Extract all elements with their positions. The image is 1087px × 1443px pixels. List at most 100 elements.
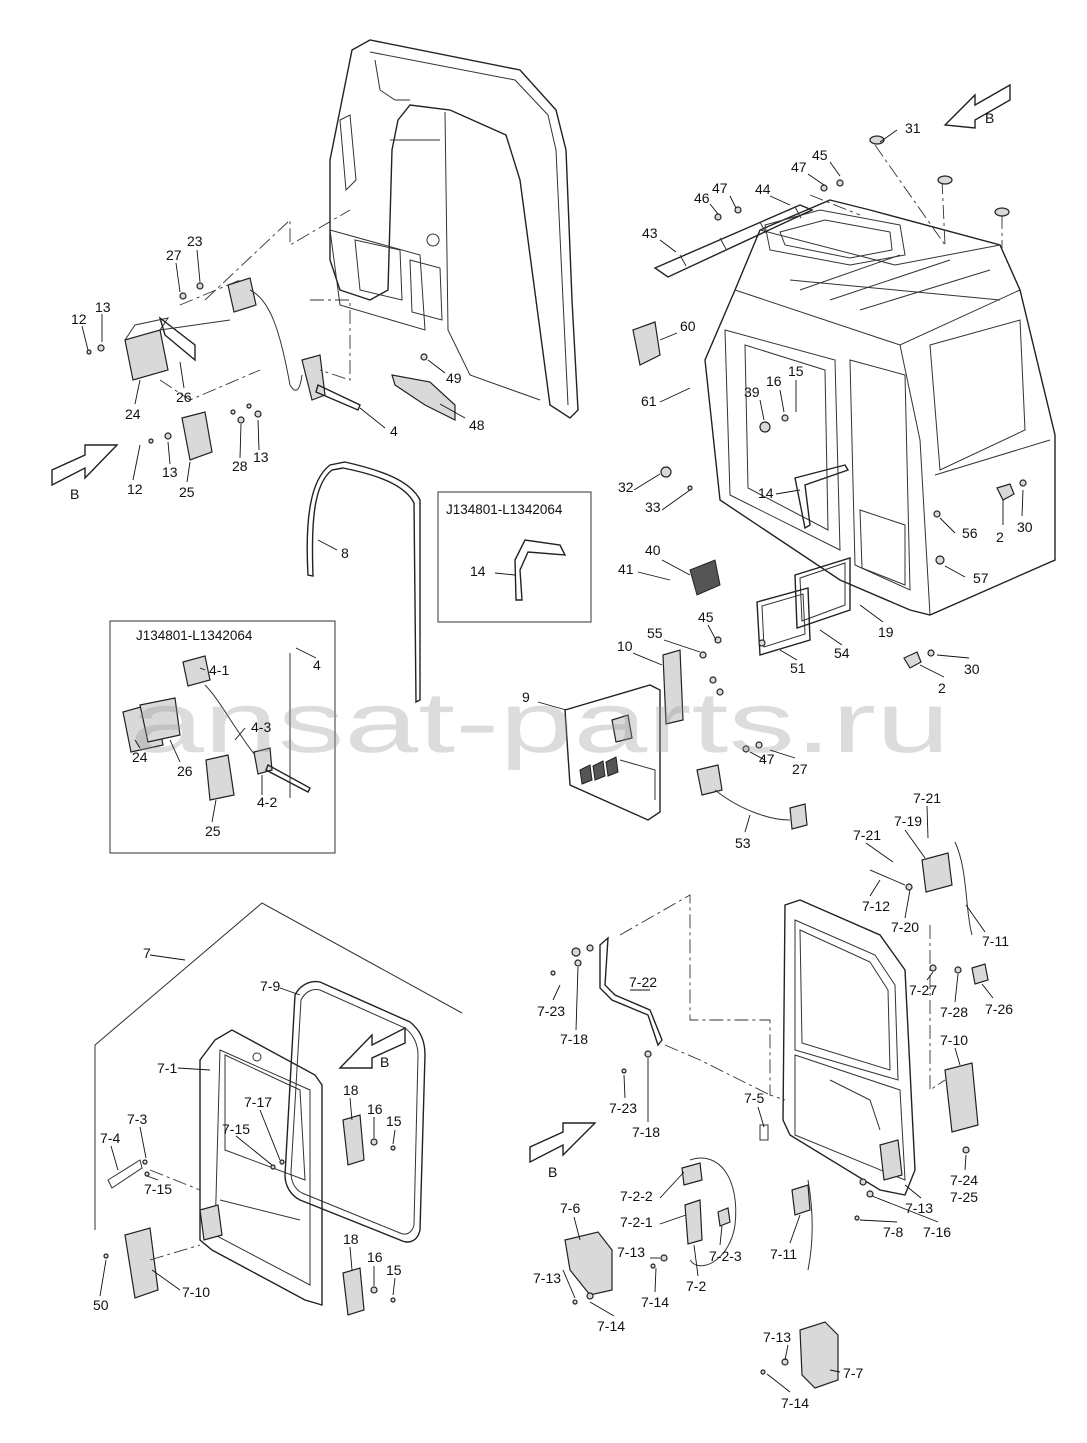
rod-7-22 <box>599 936 663 1047</box>
part-callout-24b: 24 <box>132 749 148 765</box>
part-callout-13c: 13 <box>162 464 178 480</box>
leader-line <box>234 727 246 741</box>
leader-line <box>879 129 898 143</box>
part-callout-47c: 47 <box>759 751 775 767</box>
leader-line <box>904 889 911 919</box>
door-seal-7-9 <box>284 980 426 1243</box>
part-callout-4-3: 4-3 <box>251 719 271 735</box>
lock-53 <box>696 764 808 830</box>
part-callout-7-2-2: 7-2-2 <box>620 1188 653 1204</box>
part-callout-14a: 14 <box>758 485 774 501</box>
leader-line <box>439 403 466 419</box>
part-callout-7-11b: 7-11 <box>770 1246 797 1262</box>
view-arrow-b-door <box>338 1026 406 1069</box>
leader-line <box>169 739 181 763</box>
leader-line <box>349 1097 353 1121</box>
part-callout-7-16: 7-16 <box>923 1224 951 1240</box>
leader-line <box>633 473 661 491</box>
part-callout-39: 39 <box>744 384 760 400</box>
leader-line <box>279 987 301 996</box>
leader-line <box>562 1269 576 1299</box>
part-callout-7-7: 7-7 <box>843 1365 863 1381</box>
handle-48 <box>391 374 456 421</box>
leader-line <box>965 904 986 933</box>
leader-line <box>659 1214 687 1225</box>
leader-line <box>904 829 926 859</box>
leader-line <box>151 1269 181 1291</box>
part-callout-43: 43 <box>642 225 658 241</box>
roof-caps-31 <box>869 135 1010 217</box>
part-callout-44: 44 <box>755 181 771 197</box>
leader-line <box>132 444 141 481</box>
part-callout-2a: 2 <box>996 529 1004 545</box>
leader-line <box>865 842 894 863</box>
leader-line <box>110 1145 119 1171</box>
leader-line <box>766 1373 791 1393</box>
leader-line <box>744 814 751 833</box>
leader-line <box>944 565 966 578</box>
leader-line <box>632 652 663 666</box>
spring-7-12 <box>869 869 906 886</box>
leader-line <box>661 559 691 576</box>
part-callout-55: 55 <box>647 625 663 641</box>
part-callout-7-24: 7-24 <box>950 1172 978 1188</box>
cab-frame <box>329 39 579 419</box>
grab-handle-14 <box>794 464 850 530</box>
view-arrow-label: B <box>985 110 994 126</box>
part-callout-8: 8 <box>341 545 349 561</box>
seal-54 <box>756 587 811 656</box>
inset-box-title: J134801-L1342064 <box>446 502 563 517</box>
part-callout-7-9: 7-9 <box>260 978 280 994</box>
part-callout-4a: 4 <box>390 423 398 439</box>
part-callout-16a: 16 <box>766 373 782 389</box>
part-callout-4b: 4 <box>313 657 321 673</box>
part-callout-7-26: 7-26 <box>985 1001 1013 1017</box>
leader-line <box>99 1259 107 1297</box>
group-7-2 <box>689 1157 737 1267</box>
part-callout-7-13c: 7-13 <box>533 1270 561 1286</box>
view-arrow-label: B <box>70 486 79 502</box>
part-callout-14b: 14 <box>470 563 486 579</box>
leader-line <box>729 195 737 209</box>
part-callout-13a: 13 <box>95 299 111 315</box>
part-callout-7-23b: 7-23 <box>609 1100 637 1116</box>
part-callout-13b: 13 <box>253 449 269 465</box>
leader-line <box>623 1074 626 1099</box>
part-callout-15b: 15 <box>386 1113 402 1129</box>
part-callout-16b: 16 <box>367 1101 383 1117</box>
leader-line <box>196 249 201 283</box>
part-callout-18b: 18 <box>343 1231 359 1247</box>
leader-line <box>573 1216 581 1241</box>
part-callout-49: 49 <box>446 370 462 386</box>
part-callout-7-18a: 7-18 <box>560 1031 588 1047</box>
part-callout-25b: 25 <box>205 823 221 839</box>
part-callout-7-25: 7-25 <box>950 1189 978 1205</box>
plug-2b <box>903 651 922 669</box>
part-callout-26b: 26 <box>177 763 193 779</box>
part-callout-7-13d: 7-13 <box>763 1329 791 1345</box>
part-callout-7-14a: 7-14 <box>641 1294 669 1310</box>
leader-line <box>199 667 206 671</box>
leader-line <box>784 1344 789 1361</box>
part-callout-10: 10 <box>617 638 633 654</box>
lock-assembly-4 <box>227 277 361 411</box>
part-callout-7: 7 <box>143 945 151 961</box>
leader-line <box>427 359 446 374</box>
part-callout-7-5: 7-5 <box>744 1090 764 1106</box>
part-callout-48: 48 <box>469 417 485 433</box>
leader-line <box>186 461 191 483</box>
leader-line <box>659 1171 685 1199</box>
leader-line <box>139 1126 147 1159</box>
leader-line <box>964 1154 967 1171</box>
inset-box-lock-4 <box>109 620 336 854</box>
leader-line <box>175 262 181 293</box>
door-frame-7-1 <box>199 1029 323 1306</box>
part-callout-4-2: 4-2 <box>257 794 277 810</box>
part-callout-47b: 47 <box>712 180 728 196</box>
hinge-10 <box>662 649 684 725</box>
part-callout-7-22: 7-22 <box>629 974 657 990</box>
door-7-right <box>782 899 916 1196</box>
part-callout-15a: 15 <box>788 363 804 379</box>
